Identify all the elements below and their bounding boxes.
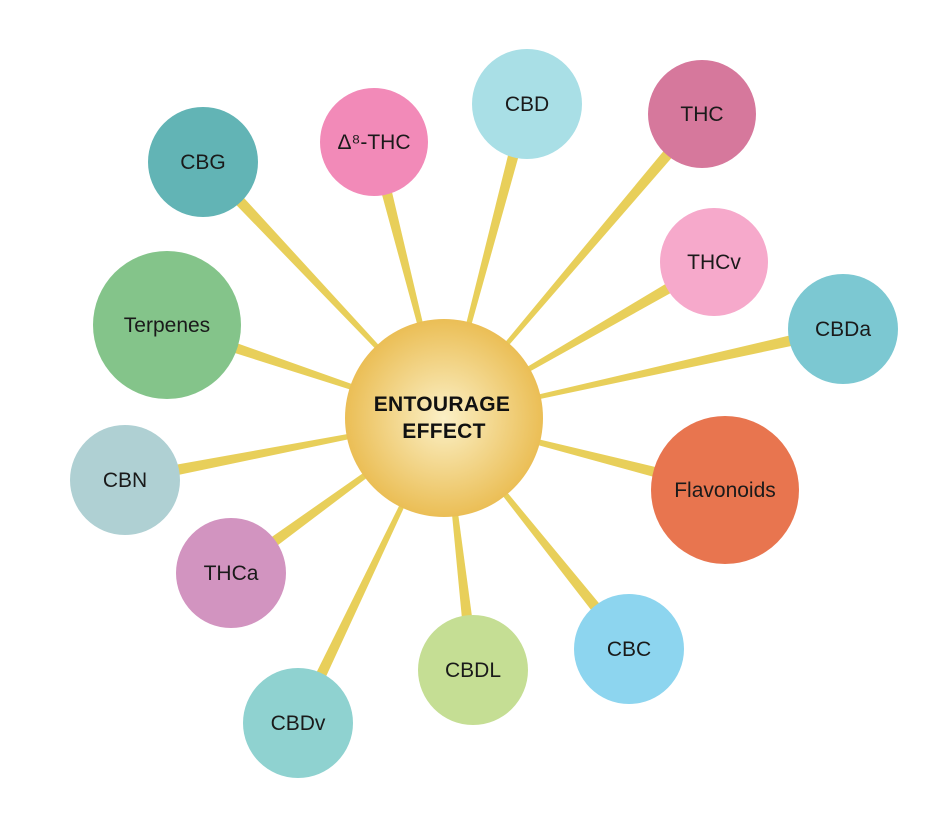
- node-label-cbdl: CBDL: [445, 659, 501, 682]
- node-label-thca: THCa: [204, 562, 259, 585]
- node-label-delta8-thc: Δ⁸-THC: [337, 131, 410, 154]
- node-label-cbg: CBG: [180, 151, 226, 174]
- node-flavonoids: Flavonoids: [651, 416, 799, 564]
- center-circle: [345, 319, 543, 517]
- center-label-line2: EFFECT: [402, 420, 485, 443]
- node-circle-cbg: [148, 107, 258, 217]
- node-cbc: CBC: [574, 594, 684, 704]
- node-label-cbda: CBDa: [815, 318, 871, 341]
- node-circle-terpenes: [93, 251, 241, 399]
- node-circle-cbd: [472, 49, 582, 159]
- node-circle-delta8-thc: [320, 88, 428, 196]
- node-label-cbd: CBD: [505, 93, 549, 116]
- node-cbn: CBN: [70, 425, 180, 535]
- node-terpenes: Terpenes: [93, 251, 241, 399]
- node-label-flavonoids: Flavonoids: [674, 479, 776, 502]
- center-hub: ENTOURAGE EFFECT: [345, 319, 543, 517]
- node-circle-thca: [176, 518, 286, 628]
- node-cbdv: CBDv: [243, 668, 353, 778]
- node-thc: THC: [648, 60, 756, 168]
- node-cbdl: CBDL: [418, 615, 528, 725]
- node-circle-cbdl: [418, 615, 528, 725]
- node-delta8-thc: Δ⁸-THC: [320, 88, 428, 196]
- node-cbda: CBDa: [788, 274, 898, 384]
- node-label-cbc: CBC: [607, 638, 651, 661]
- node-label-thcv: THCv: [687, 251, 741, 274]
- node-circle-cbn: [70, 425, 180, 535]
- node-label-cbdv: CBDv: [271, 712, 326, 735]
- node-label-thc: THC: [680, 103, 723, 126]
- node-cbg: CBG: [148, 107, 258, 217]
- node-circle-thcv: [660, 208, 768, 316]
- node-label-cbn: CBN: [103, 469, 147, 492]
- node-circle-cbda: [788, 274, 898, 384]
- node-cbd: CBD: [472, 49, 582, 159]
- node-circle-thc: [648, 60, 756, 168]
- node-circle-cbc: [574, 594, 684, 704]
- node-thcv: THCv: [660, 208, 768, 316]
- node-thca: THCa: [176, 518, 286, 628]
- node-circle-cbdv: [243, 668, 353, 778]
- center-label-line1: ENTOURAGE: [374, 393, 511, 416]
- node-label-terpenes: Terpenes: [124, 314, 210, 337]
- node-circle-flavonoids: [651, 416, 799, 564]
